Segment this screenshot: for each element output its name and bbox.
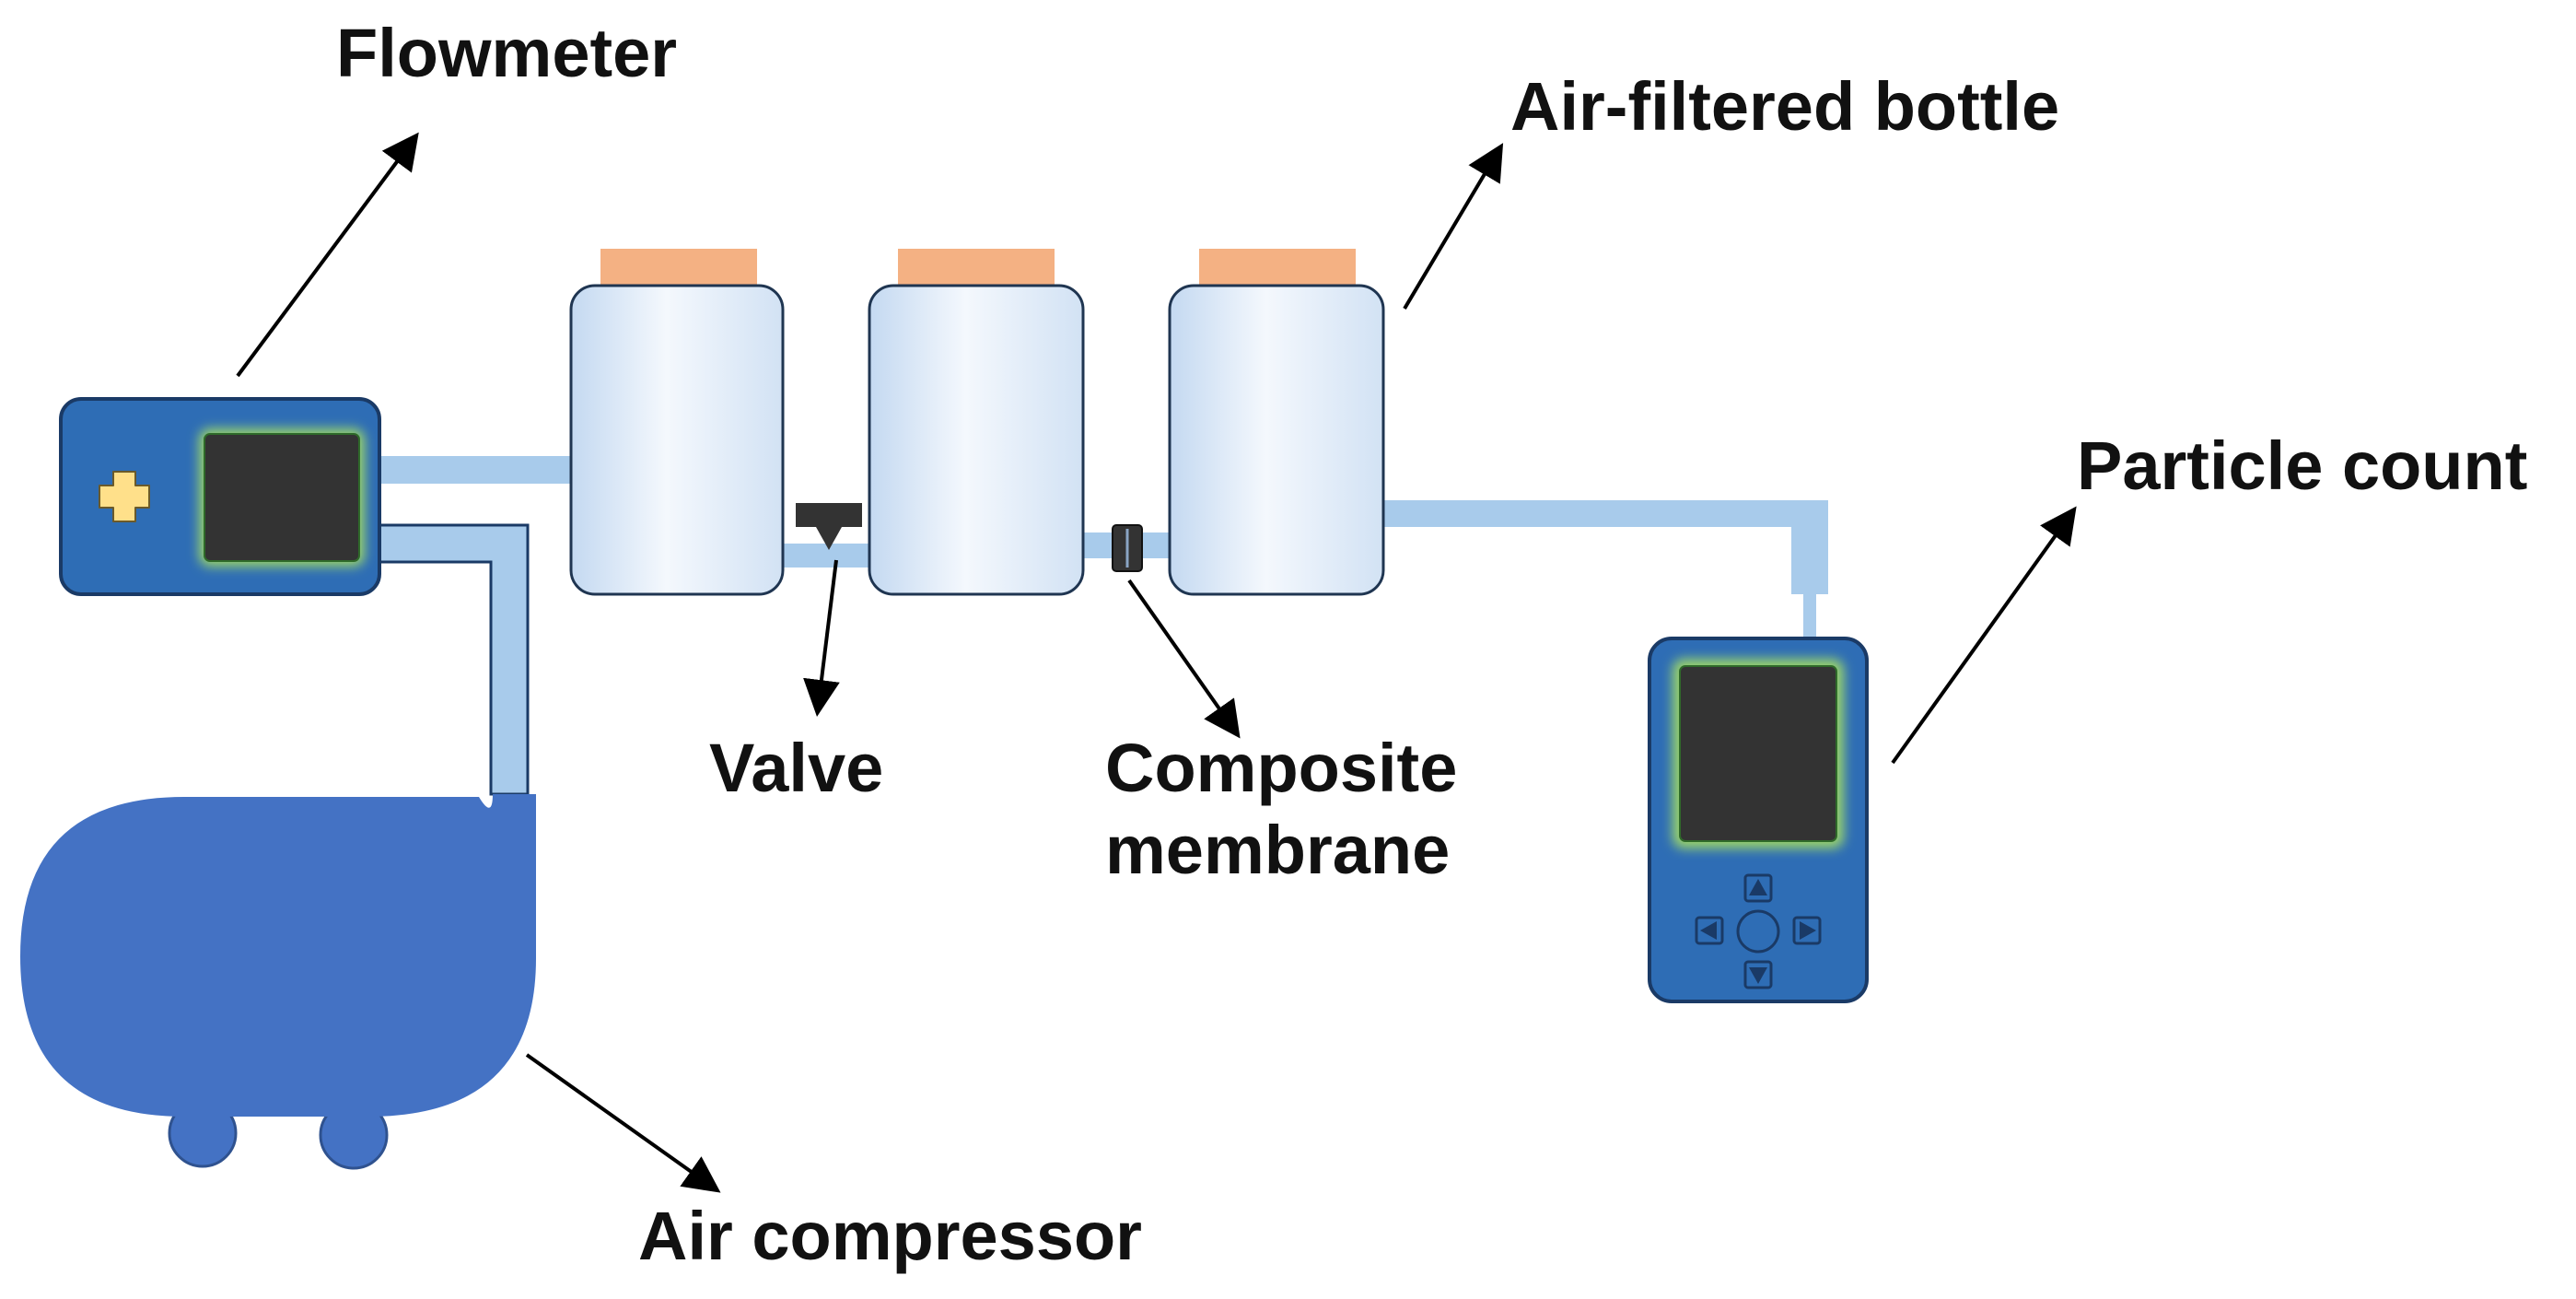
bottle-3-cap	[1199, 249, 1356, 286]
arrow-composite-membrane	[1127, 579, 1241, 739]
air-filtered-bottle-label: Air-filtered bottle	[1510, 68, 2060, 145]
compressor-tank	[20, 794, 536, 1117]
keypad	[1695, 873, 1822, 989]
circle-button-icon	[1736, 909, 1780, 954]
arrow-valve	[803, 559, 840, 717]
annotation-arrows	[236, 132, 2077, 1193]
bottle-3-body	[1168, 284, 1385, 596]
bottle-2-body	[868, 284, 1085, 596]
air-compressor	[20, 794, 536, 1170]
composite-membrane-label-line2: membrane	[1105, 811, 1451, 888]
flowmeter-device	[59, 397, 381, 596]
plus-icon	[99, 471, 150, 522]
particle-counter-screen	[1679, 665, 1837, 842]
bottle-2	[868, 249, 1085, 596]
particle-counter-device	[1648, 637, 1869, 1003]
arrow-flowmeter	[236, 132, 419, 378]
arrow-air-compressor	[525, 1053, 721, 1193]
valve-label: Valve	[709, 730, 884, 806]
bottle-1-body	[569, 284, 785, 596]
composite-membrane-label-line1: Composite	[1105, 730, 1458, 806]
composite-membrane-label: Composite membrane	[1105, 728, 1457, 892]
bottle-1	[569, 249, 785, 596]
arrow-air-filtered-bottle	[1403, 143, 1504, 310]
tube-flowmeter-to-compressor	[378, 523, 530, 796]
bottle-2-cap	[898, 249, 1055, 286]
particle-count-label: Particle count	[2077, 427, 2528, 504]
bottle-3	[1168, 249, 1385, 596]
bottle-1-cap	[600, 249, 757, 286]
flowmeter-screen	[204, 433, 360, 562]
flowmeter-label: Flowmeter	[336, 15, 678, 91]
composite-membrane	[1112, 524, 1143, 572]
tube-bottle3-to-particle-counter	[1381, 500, 1828, 640]
tube-flowmeter-to-bottle1	[379, 456, 571, 484]
arrow-particle-count	[1891, 506, 2077, 765]
air-compressor-label: Air compressor	[638, 1198, 1142, 1274]
valve	[796, 503, 862, 550]
tube-bottle1-to-bottle2	[779, 544, 871, 568]
